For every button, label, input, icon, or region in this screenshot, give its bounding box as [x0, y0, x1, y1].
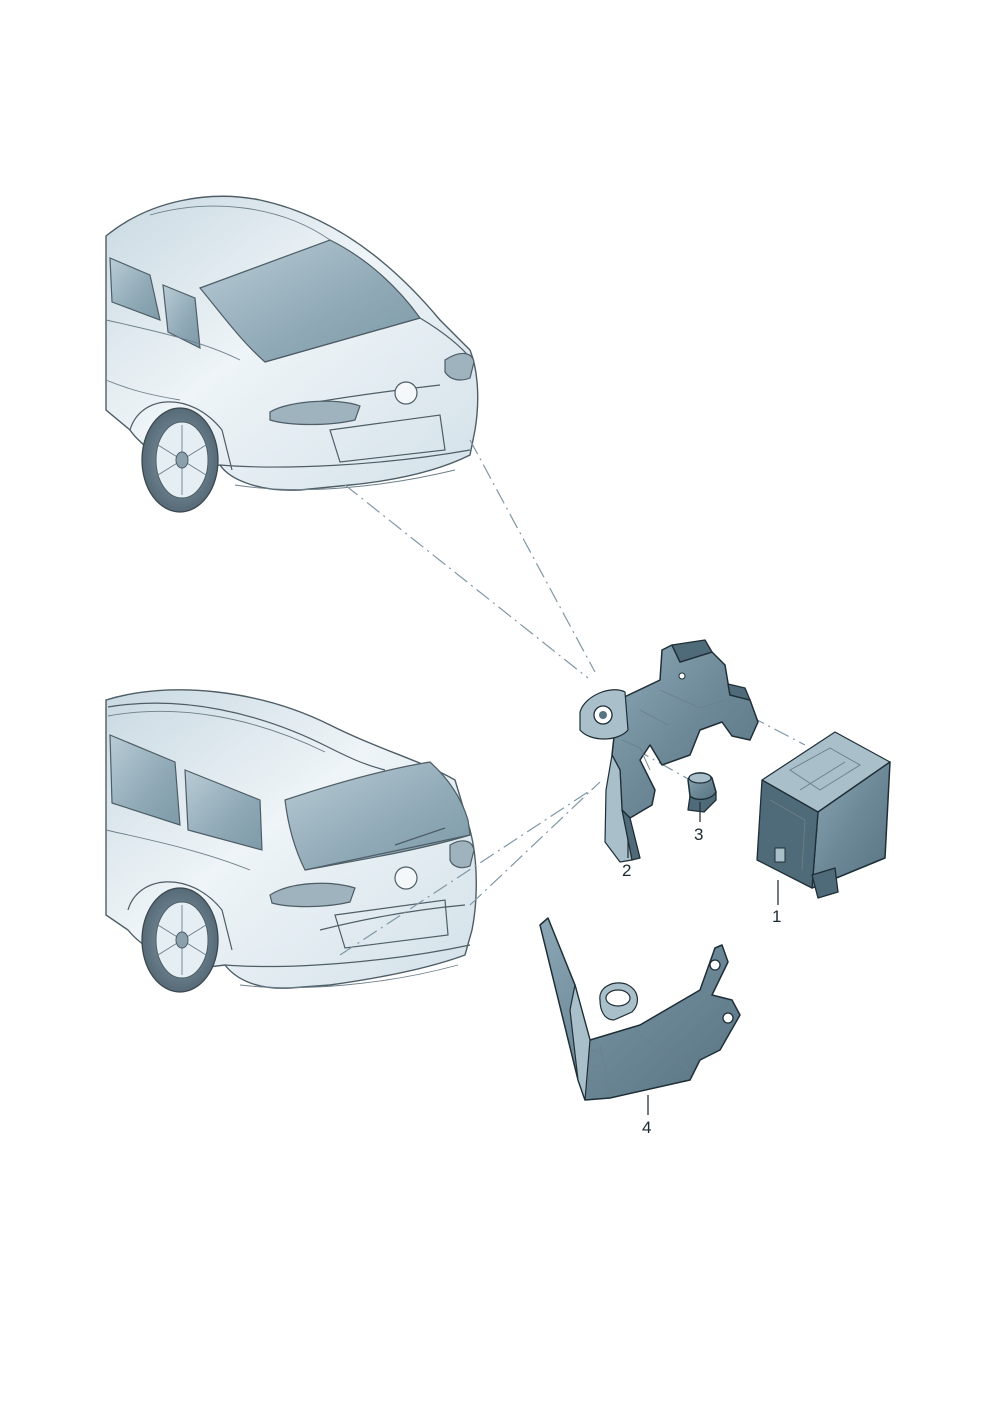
callout-2: 2 [622, 838, 631, 880]
callout-label-1: 1 [772, 907, 781, 926]
callout-label-4: 4 [642, 1118, 651, 1137]
callout-label-2: 2 [622, 861, 631, 880]
callout-4: 4 [642, 1095, 651, 1137]
estate-rear-view [105, 689, 477, 993]
control-unit-part [756, 731, 891, 899]
nut-part [687, 772, 717, 813]
callout-1: 1 [772, 880, 781, 926]
callout-3: 3 [694, 802, 703, 844]
mounting-plate-part [539, 917, 741, 1101]
sedan-rear-view [105, 195, 479, 513]
callout-label-3: 3 [694, 825, 703, 844]
bracket-part [579, 639, 759, 863]
